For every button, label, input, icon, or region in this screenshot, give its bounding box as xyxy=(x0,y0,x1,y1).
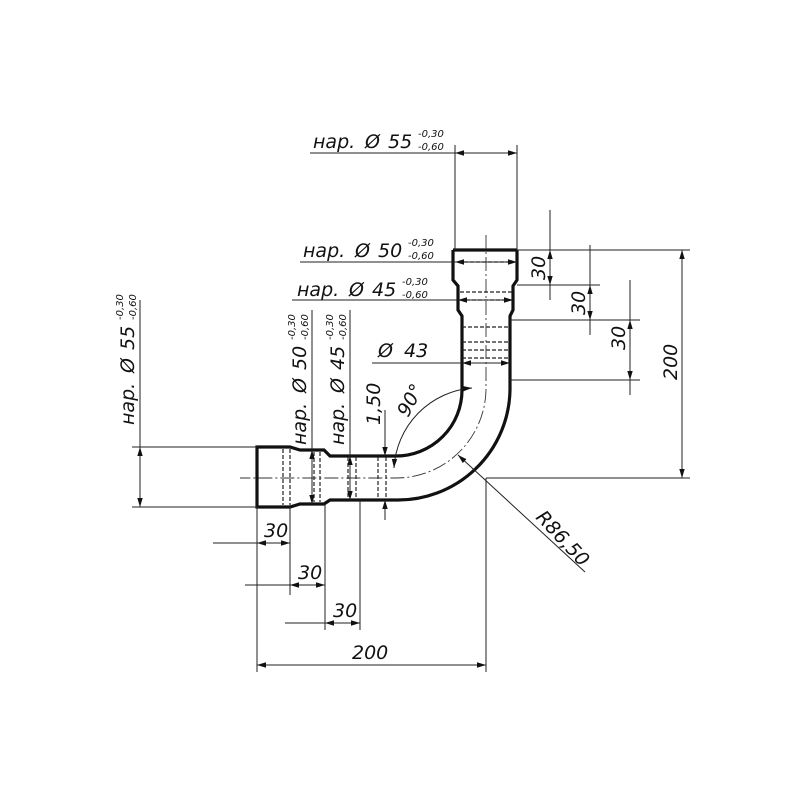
svg-text:43: 43 xyxy=(404,340,428,362)
wall-thickness-label: 1,50 xyxy=(363,383,385,425)
radius-label: R86,50 xyxy=(531,506,593,570)
svg-text:Ø: Ø xyxy=(364,131,381,153)
svg-text:-0,30: -0,30 xyxy=(115,294,126,320)
svg-text:нар.: нар. xyxy=(289,403,311,445)
bottom-dim-30c: 30 xyxy=(333,600,357,622)
right-dim-30b: 30 xyxy=(568,291,590,315)
right-dim-30a: 30 xyxy=(528,256,550,280)
svg-text:Ø: Ø xyxy=(348,279,365,301)
top-od50-label: нар. Ø 50 -0,30 -0,60 xyxy=(303,238,434,262)
svg-text:-0,60: -0,60 xyxy=(402,290,428,301)
svg-text:нар.: нар. xyxy=(303,240,345,262)
svg-text:55: 55 xyxy=(117,326,139,350)
svg-text:-0,60: -0,60 xyxy=(338,314,349,340)
svg-text:-0,60: -0,60 xyxy=(128,294,139,320)
svg-text:45: 45 xyxy=(372,279,396,301)
svg-text:-0,30: -0,30 xyxy=(402,277,428,288)
top-od45-label: нар. Ø 45 -0,30 -0,60 xyxy=(297,277,428,301)
svg-text:нар.: нар. xyxy=(297,279,339,301)
top-od55-label: нар. Ø 55 -0,30 -0,60 xyxy=(313,129,444,153)
svg-text:50: 50 xyxy=(289,346,311,370)
svg-text:45: 45 xyxy=(327,346,349,370)
svg-text:55: 55 xyxy=(388,131,412,153)
svg-text:Ø: Ø xyxy=(377,340,394,362)
bottom-dim-200: 200 xyxy=(352,642,388,664)
svg-text:-0,60: -0,60 xyxy=(418,142,444,153)
dimension-lines xyxy=(137,150,685,668)
extension-lines xyxy=(132,145,690,672)
svg-text:нар.: нар. xyxy=(313,131,355,153)
pipe-elbow-body xyxy=(240,235,519,509)
svg-text:-0,60: -0,60 xyxy=(300,314,311,340)
angle-label: 90° xyxy=(393,380,428,420)
svg-text:-0,30: -0,30 xyxy=(325,314,336,340)
svg-text:Ø: Ø xyxy=(289,377,311,394)
svg-text:-0,30: -0,30 xyxy=(408,238,434,249)
svg-text:50: 50 xyxy=(378,240,402,262)
svg-text:-0,30: -0,30 xyxy=(287,314,298,340)
svg-text:нар.: нар. xyxy=(117,383,139,425)
bottom-dim-30b: 30 xyxy=(298,562,322,584)
left-od45-label: нар. Ø 45 -0,30 -0,60 xyxy=(325,314,349,445)
svg-text:-0,30: -0,30 xyxy=(418,129,444,140)
left-od50-label: нар. Ø 50 -0,30 -0,60 xyxy=(287,314,311,445)
right-dim-200: 200 xyxy=(660,344,682,380)
id43-label: Ø 43 xyxy=(377,340,428,362)
bottom-dim-30a: 30 xyxy=(264,520,288,542)
svg-text:-0,60: -0,60 xyxy=(408,251,434,262)
right-dim-30c: 30 xyxy=(608,326,630,350)
dimension-labels: нар. Ø 55 -0,30 -0,60 нар. Ø 50 -0,30 -0… xyxy=(115,129,682,664)
svg-text:Ø: Ø xyxy=(327,377,349,394)
svg-text:Ø: Ø xyxy=(117,357,139,374)
svg-text:нар.: нар. xyxy=(327,403,349,445)
svg-text:Ø: Ø xyxy=(354,240,371,262)
left-od55-label: нар. Ø 55 -0,30 -0,60 xyxy=(115,294,139,425)
